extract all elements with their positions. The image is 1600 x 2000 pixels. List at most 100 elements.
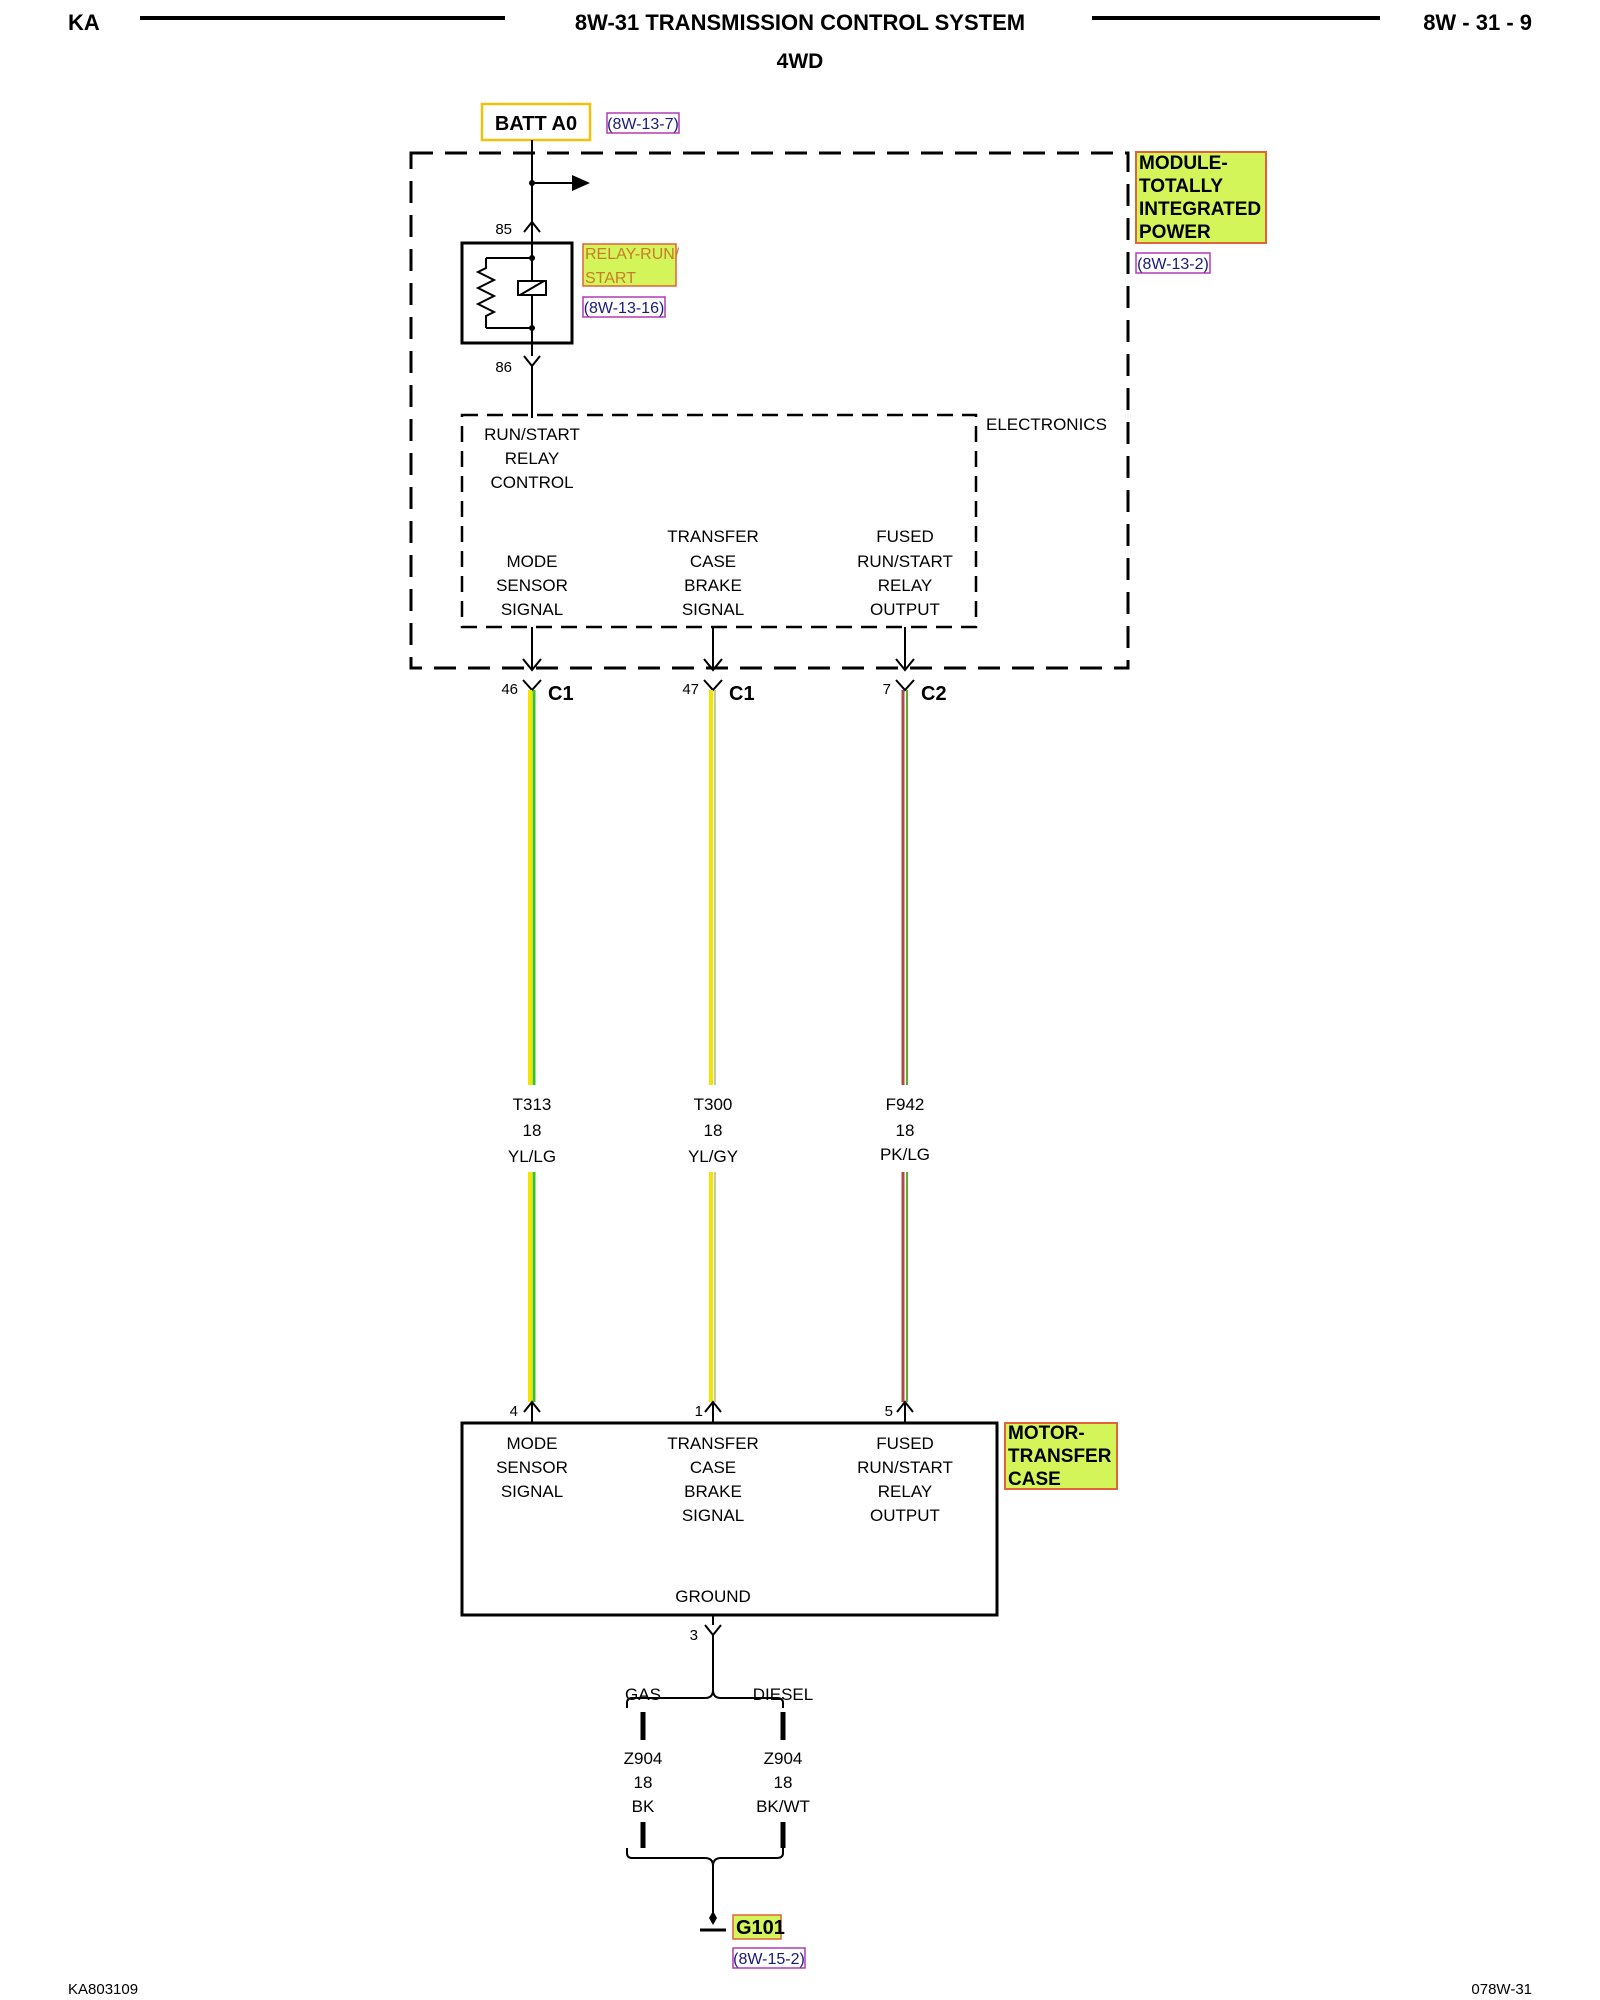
g101-ref-box <box>732 1947 806 1969</box>
resistor-icon <box>475 258 497 328</box>
motor-pin-5: 5 <box>885 1403 893 1420</box>
wire-gauge-z904-diesel: 18 <box>774 1773 793 1792</box>
wire-id-z904-gas: Z904 <box>624 1749 663 1768</box>
run-start-line-3: CONTROL <box>490 473 573 492</box>
wire-color-z904-gas: BK <box>632 1797 655 1816</box>
header-left: KA <box>68 10 100 35</box>
relay-pin-85: 85 <box>495 221 512 238</box>
tipm-pin-46: 46 <box>501 681 518 698</box>
motor-ground-label: GROUND <box>675 1587 751 1606</box>
motor-pin-4: 4 <box>510 1403 518 1420</box>
motor-circuit-3-line-3: RELAY <box>878 1482 933 1501</box>
footer-diagram-id: KA803109 <box>68 1981 138 1998</box>
tipm-ref-link[interactable]: (8W-13-2) <box>1137 256 1209 273</box>
motor-circuit-2-line-2: CASE <box>690 1458 736 1477</box>
run-start-line-2: RELAY <box>505 449 560 468</box>
run-start-relay-control: RUN/START RELAY CONTROL <box>484 425 580 492</box>
motor-transfer-case-body <box>460 1421 999 1617</box>
page-title: 8W-31 TRANSMISSION CONTROL SYSTEM <box>575 10 1025 35</box>
wire-color-z904-diesel: BK/WT <box>756 1797 810 1816</box>
tipm-name-line-4: POWER <box>1139 222 1211 243</box>
pin-terminal-icon <box>522 679 542 692</box>
motor-pin-3: 3 <box>690 1627 698 1644</box>
g101-highlight <box>732 1914 782 1940</box>
motor-name-line-1: MOTOR- <box>1008 1423 1085 1444</box>
ground-point-g101: G101 <box>736 1917 785 1939</box>
wire-t300 <box>709 690 716 1085</box>
motor-circuit-2-line-1: TRANSFER <box>667 1434 759 1453</box>
tipm-name: MODULE- TOTALLY INTEGRATED POWER <box>1139 153 1261 243</box>
wire-t300-lower <box>709 1172 716 1402</box>
wire-id-f942: F942 <box>886 1095 925 1114</box>
tipm-circuit-3-line-3: RELAY <box>878 576 933 595</box>
ground-eyelet-icon <box>709 1911 717 1925</box>
motor-circuit-3-line-2: RUN/START <box>857 1458 953 1477</box>
relay-name-line-1: RELAY-RUN/ <box>585 246 680 263</box>
footer-section-id: 078W-31 <box>1471 1981 1532 1998</box>
wire-t313-lower <box>528 1172 536 1402</box>
motor-name-line-2: TRANSFER <box>1008 1446 1112 1467</box>
wire-color-t313: YL/LG <box>508 1147 556 1166</box>
pin-terminal-icon <box>895 679 915 692</box>
wire-color-t300: YL/GY <box>688 1147 738 1166</box>
run-start-line-1: RUN/START <box>484 425 580 444</box>
arrow-right-icon <box>572 175 590 191</box>
tipm-pin-7: 7 <box>883 681 891 698</box>
relay-name-highlight <box>582 243 677 287</box>
motor-name-line-3: CASE <box>1008 1469 1061 1490</box>
wire-gauge-z904-gas: 18 <box>634 1773 653 1792</box>
relay-body <box>460 241 574 345</box>
wire-gauge-f942: 18 <box>896 1121 915 1140</box>
batt-label-box <box>480 102 592 142</box>
tipm-name-line-1: MODULE- <box>1139 153 1228 174</box>
motor-circuit-1-line-1: MODE <box>507 1434 558 1453</box>
tipm-circuit-2-line-3: BRAKE <box>684 576 742 595</box>
wire-gauge-t300: 18 <box>704 1121 723 1140</box>
tipm-name-highlight <box>1135 151 1267 244</box>
tipm-circuit-3-line-1: FUSED <box>876 527 934 546</box>
relay-name-line-2: START <box>585 270 636 287</box>
motor-circuit-2-line-4: SIGNAL <box>682 1506 744 1525</box>
wire-gauge-t313: 18 <box>523 1121 542 1140</box>
arrow-down-icon <box>895 658 915 672</box>
page-subtitle: 4WD <box>777 50 824 73</box>
tipm-connector-c1: C1 <box>729 683 755 705</box>
tipm-module-outline <box>409 151 1130 670</box>
tipm-circuit-3-line-2: RUN/START <box>857 552 953 571</box>
splice-dot <box>529 325 535 331</box>
wire-f942-lower <box>901 1172 908 1402</box>
relay-ref-box <box>582 296 666 318</box>
tipm-circuit-1-line-3: SIGNAL <box>501 600 563 619</box>
tipm-name-line-3: INTEGRATED <box>1139 199 1261 220</box>
wire-t313 <box>528 690 536 1085</box>
splice-dot <box>529 255 535 261</box>
electronics-label: ELECTRONICS <box>986 415 1107 434</box>
g101-ref-link[interactable]: (8W-15-2) <box>733 1951 805 1968</box>
batt-ref-link[interactable]: (8W-13-7) <box>607 116 679 133</box>
wire-id-t300: T300 <box>694 1095 733 1114</box>
motor-circuit-1-line-3: SIGNAL <box>501 1482 563 1501</box>
pin-terminal-icon <box>704 1624 722 1637</box>
arrow-down-icon <box>703 658 723 672</box>
relay-pin-86: 86 <box>495 359 512 376</box>
tipm-circuit-2-line-4: SIGNAL <box>682 600 744 619</box>
motor-circuit-3-line-4: OUTPUT <box>870 1506 940 1525</box>
pin-terminal-icon <box>523 355 541 368</box>
motor-circuit-1-line-2: SENSOR <box>496 1458 568 1477</box>
option-diesel-label: DIESEL <box>753 1685 813 1704</box>
header-right: 8W - 31 - 9 <box>1423 10 1532 35</box>
tipm-circuit-1-line-2: SENSOR <box>496 576 568 595</box>
option-gas-label: GAS <box>625 1685 661 1704</box>
option-join-bracket <box>626 1848 784 1867</box>
tipm-pin-47: 47 <box>682 681 699 698</box>
motor-name-highlight <box>1004 1422 1118 1490</box>
electronics-outline <box>460 413 978 629</box>
tipm-circuit-2-line-2: CASE <box>690 552 736 571</box>
tipm-connector-c2: C2 <box>921 683 947 705</box>
relay-ref-link[interactable]: (8W-13-16) <box>584 300 665 317</box>
pin-terminal-icon <box>703 679 723 692</box>
arrow-down-icon <box>522 658 542 672</box>
motor-pin-1: 1 <box>695 1403 703 1420</box>
tipm-circuit-1-line-1: MODE <box>507 552 558 571</box>
